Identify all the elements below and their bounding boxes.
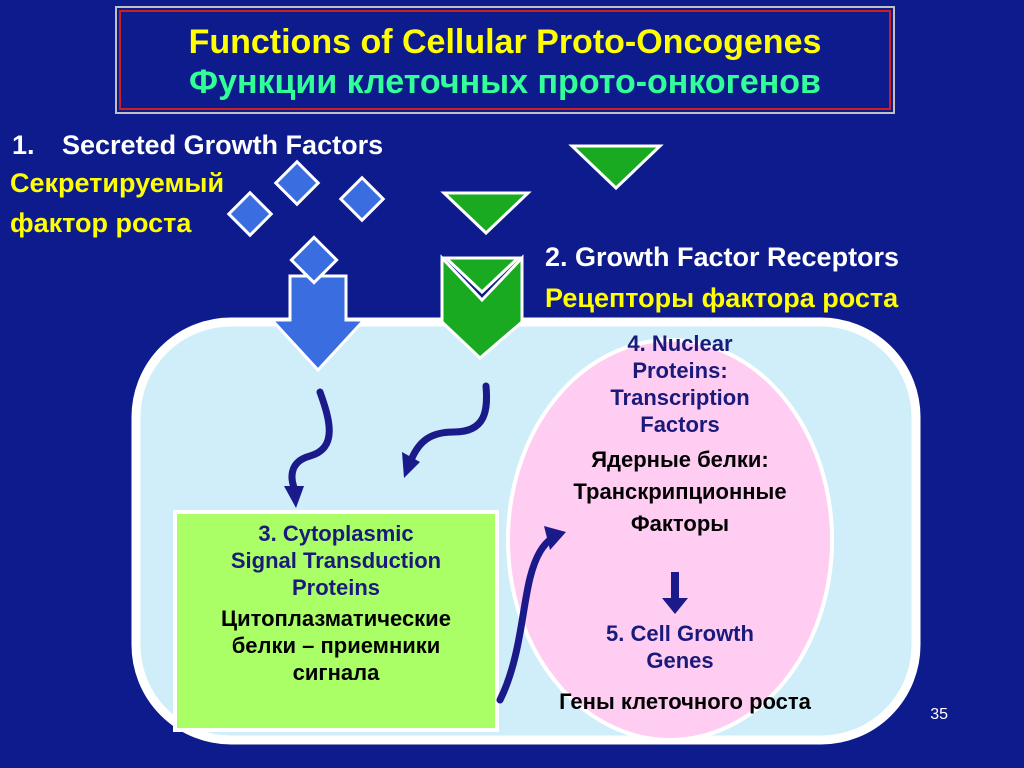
item4-en-2: Proteins: <box>632 358 728 383</box>
growth-factor-diamond-1 <box>273 159 321 207</box>
item1-label-en: Secreted Growth Factors <box>62 130 384 160</box>
item3-en-3: Proteins <box>291 575 381 600</box>
growth-factor-triangle-2 <box>440 191 532 236</box>
slide-number: 35 <box>930 706 948 723</box>
cytoplasmic-box <box>173 510 499 732</box>
blue-receptor-arrow <box>268 274 368 373</box>
item1-number: 1. <box>12 130 35 160</box>
signal-arrowhead-green <box>402 452 420 478</box>
title-russian: Функции клеточных прото-онкогенов <box>189 63 821 101</box>
item3-ru-2: белки – приемники <box>231 633 441 658</box>
item3-text: 3. Cytoplasmic Signal Transduction Prote… <box>175 520 497 686</box>
item5-en-2: Genes <box>646 648 714 673</box>
item1-label-ru-2: фактор роста <box>10 208 192 238</box>
bound-diamond <box>289 235 339 285</box>
item4-en-3: Transcription <box>610 385 750 410</box>
signal-arrow-to-nucleus <box>496 534 556 704</box>
item4-ru-3: Факторы <box>630 511 730 536</box>
growth-factor-triangle-1 <box>568 144 664 191</box>
item3-en-2: Signal Transduction <box>230 548 442 573</box>
item5-en-1: 5. Cell Growth <box>606 621 754 646</box>
signal-arrowhead-blue <box>284 486 304 508</box>
item4-en-1: 4. Nuclear <box>627 331 733 356</box>
green-receptor <box>440 254 524 361</box>
item4-ru-1: Ядерные белки: <box>591 447 769 472</box>
signal-arrow-green <box>408 382 490 462</box>
item5-text: 5. Cell Growth Genes <box>545 620 815 674</box>
nucleus <box>506 338 834 742</box>
item3-ru-3: сигнала <box>292 660 380 685</box>
item1-label-ru-1: Секретируемый <box>10 168 225 198</box>
nucleus-arrow-shaft <box>671 572 679 600</box>
signal-arrowhead-nucleus <box>544 526 566 550</box>
item5-ru: Гены клеточного роста <box>559 689 811 714</box>
item2-label-ru: Рецепторы фактора роста <box>545 283 899 313</box>
item3-en-1: 3. Cytoplasmic <box>258 521 414 546</box>
nucleus-arrowhead <box>662 598 688 614</box>
item4-ru-2: Транскрипционные <box>573 479 787 504</box>
signal-arrow-blue <box>288 388 333 496</box>
item3-ru-1: Цитоплазматические <box>221 606 451 631</box>
item4-text: 4. Nuclear Proteins: Transcription Facto… <box>545 330 815 537</box>
bound-triangle <box>442 256 522 295</box>
title-box: Functions of Cellular Proto-Oncogenes Фу… <box>115 6 895 114</box>
growth-factor-diamond-3 <box>226 190 274 238</box>
title-english: Functions of Cellular Proto-Oncogenes <box>188 23 822 61</box>
item2-label-en: 2. Growth Factor Receptors <box>545 242 900 272</box>
item4-en-4: Factors <box>640 412 720 437</box>
growth-factor-diamond-2 <box>338 175 386 223</box>
